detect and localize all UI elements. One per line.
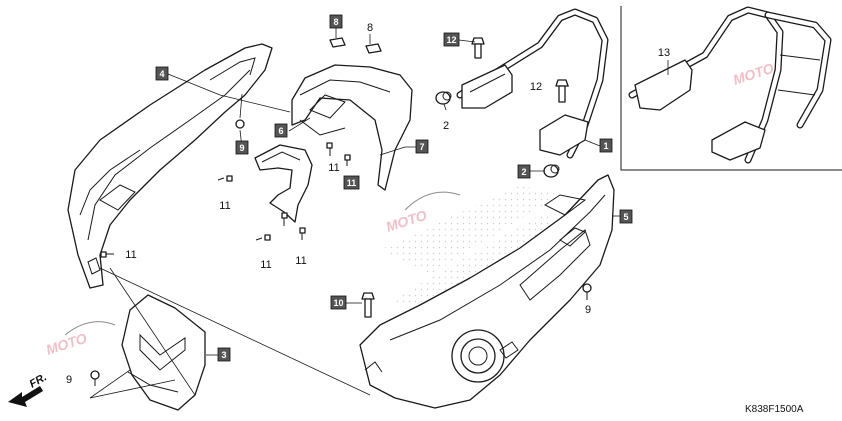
callout-13: 13 [658,47,670,59]
drawing-code: K838F1500A [745,404,804,415]
callout-12-a-box [443,32,460,47]
grommet-icon [90,370,100,386]
front-direction-indicator: FR. [8,371,49,407]
callout-11-b: 11 [347,178,357,188]
callout-11-f: 11 [125,249,136,261]
callout-5-box [619,209,633,224]
center-inner-cover [291,64,413,191]
fasteners [90,37,592,386]
inset-grab-rail [628,6,832,164]
lower-front-cover [121,294,206,411]
bolt-icon [361,292,375,318]
left-body-cover [67,43,273,289]
watermark-text-3: MOTO [731,60,776,88]
callouts: 1 2 2 3 4 5 6 7 8 8 9 9 9 10 11 11 11 11… [66,14,670,386]
callout-11-e: 11 [295,255,306,267]
screw-icon [100,251,114,258]
screw-icon [281,212,288,226]
bolt-icon [555,79,569,103]
callout-2-b-box [517,164,531,179]
grommet-icon [235,119,245,129]
callout-10-box [330,295,347,310]
callout-12-b: 12 [530,81,542,93]
grommet-icon [582,283,592,300]
callout-2-b: 2 [521,167,526,177]
callout-11-a: 11 [328,162,339,174]
callout-12-a: 12 [446,35,456,45]
callout-8-a: 8 [333,17,338,27]
callout-9-a-box [235,140,249,155]
callout-9-c: 9 [66,374,72,386]
screw-icon [255,234,271,241]
callout-3-box [217,347,231,362]
screw-icon [299,227,306,240]
right-body-cover [359,174,615,409]
screw-icon [326,142,333,156]
callout-7-box [415,139,429,154]
callout-5: 5 [623,212,628,222]
callout-3: 3 [221,350,226,360]
callout-11-b-box [343,175,360,190]
callout-8-b: 8 [367,22,373,34]
callout-6: 6 [278,126,283,136]
front-arrow-icon [8,386,43,407]
callout-4: 4 [159,69,164,79]
callout-9-a: 9 [239,143,244,153]
front-direction-label: FR. [28,371,49,390]
callout-11-d: 11 [260,259,271,271]
callout-2-a: 2 [443,120,449,132]
screw-icon [217,175,233,182]
inner-bracket [254,144,313,223]
callout-7: 7 [419,142,424,152]
callout-4-box [155,66,169,81]
clip-nut-icon [329,37,346,48]
callout-6-box [274,123,288,138]
callout-1-box [599,138,613,153]
cap-icon [543,164,560,178]
callout-8-a-box [329,14,343,29]
clip-nut-icon [365,43,382,54]
bolt-icon [471,37,485,59]
callout-1: 1 [603,141,608,151]
callout-11-c: 11 [219,200,230,212]
screw-icon [344,154,351,166]
callout-10: 10 [333,298,343,308]
cap-icon [435,91,452,105]
inset-frame [620,6,842,171]
grab-rail [456,8,609,159]
callout-9-b: 9 [585,304,591,316]
